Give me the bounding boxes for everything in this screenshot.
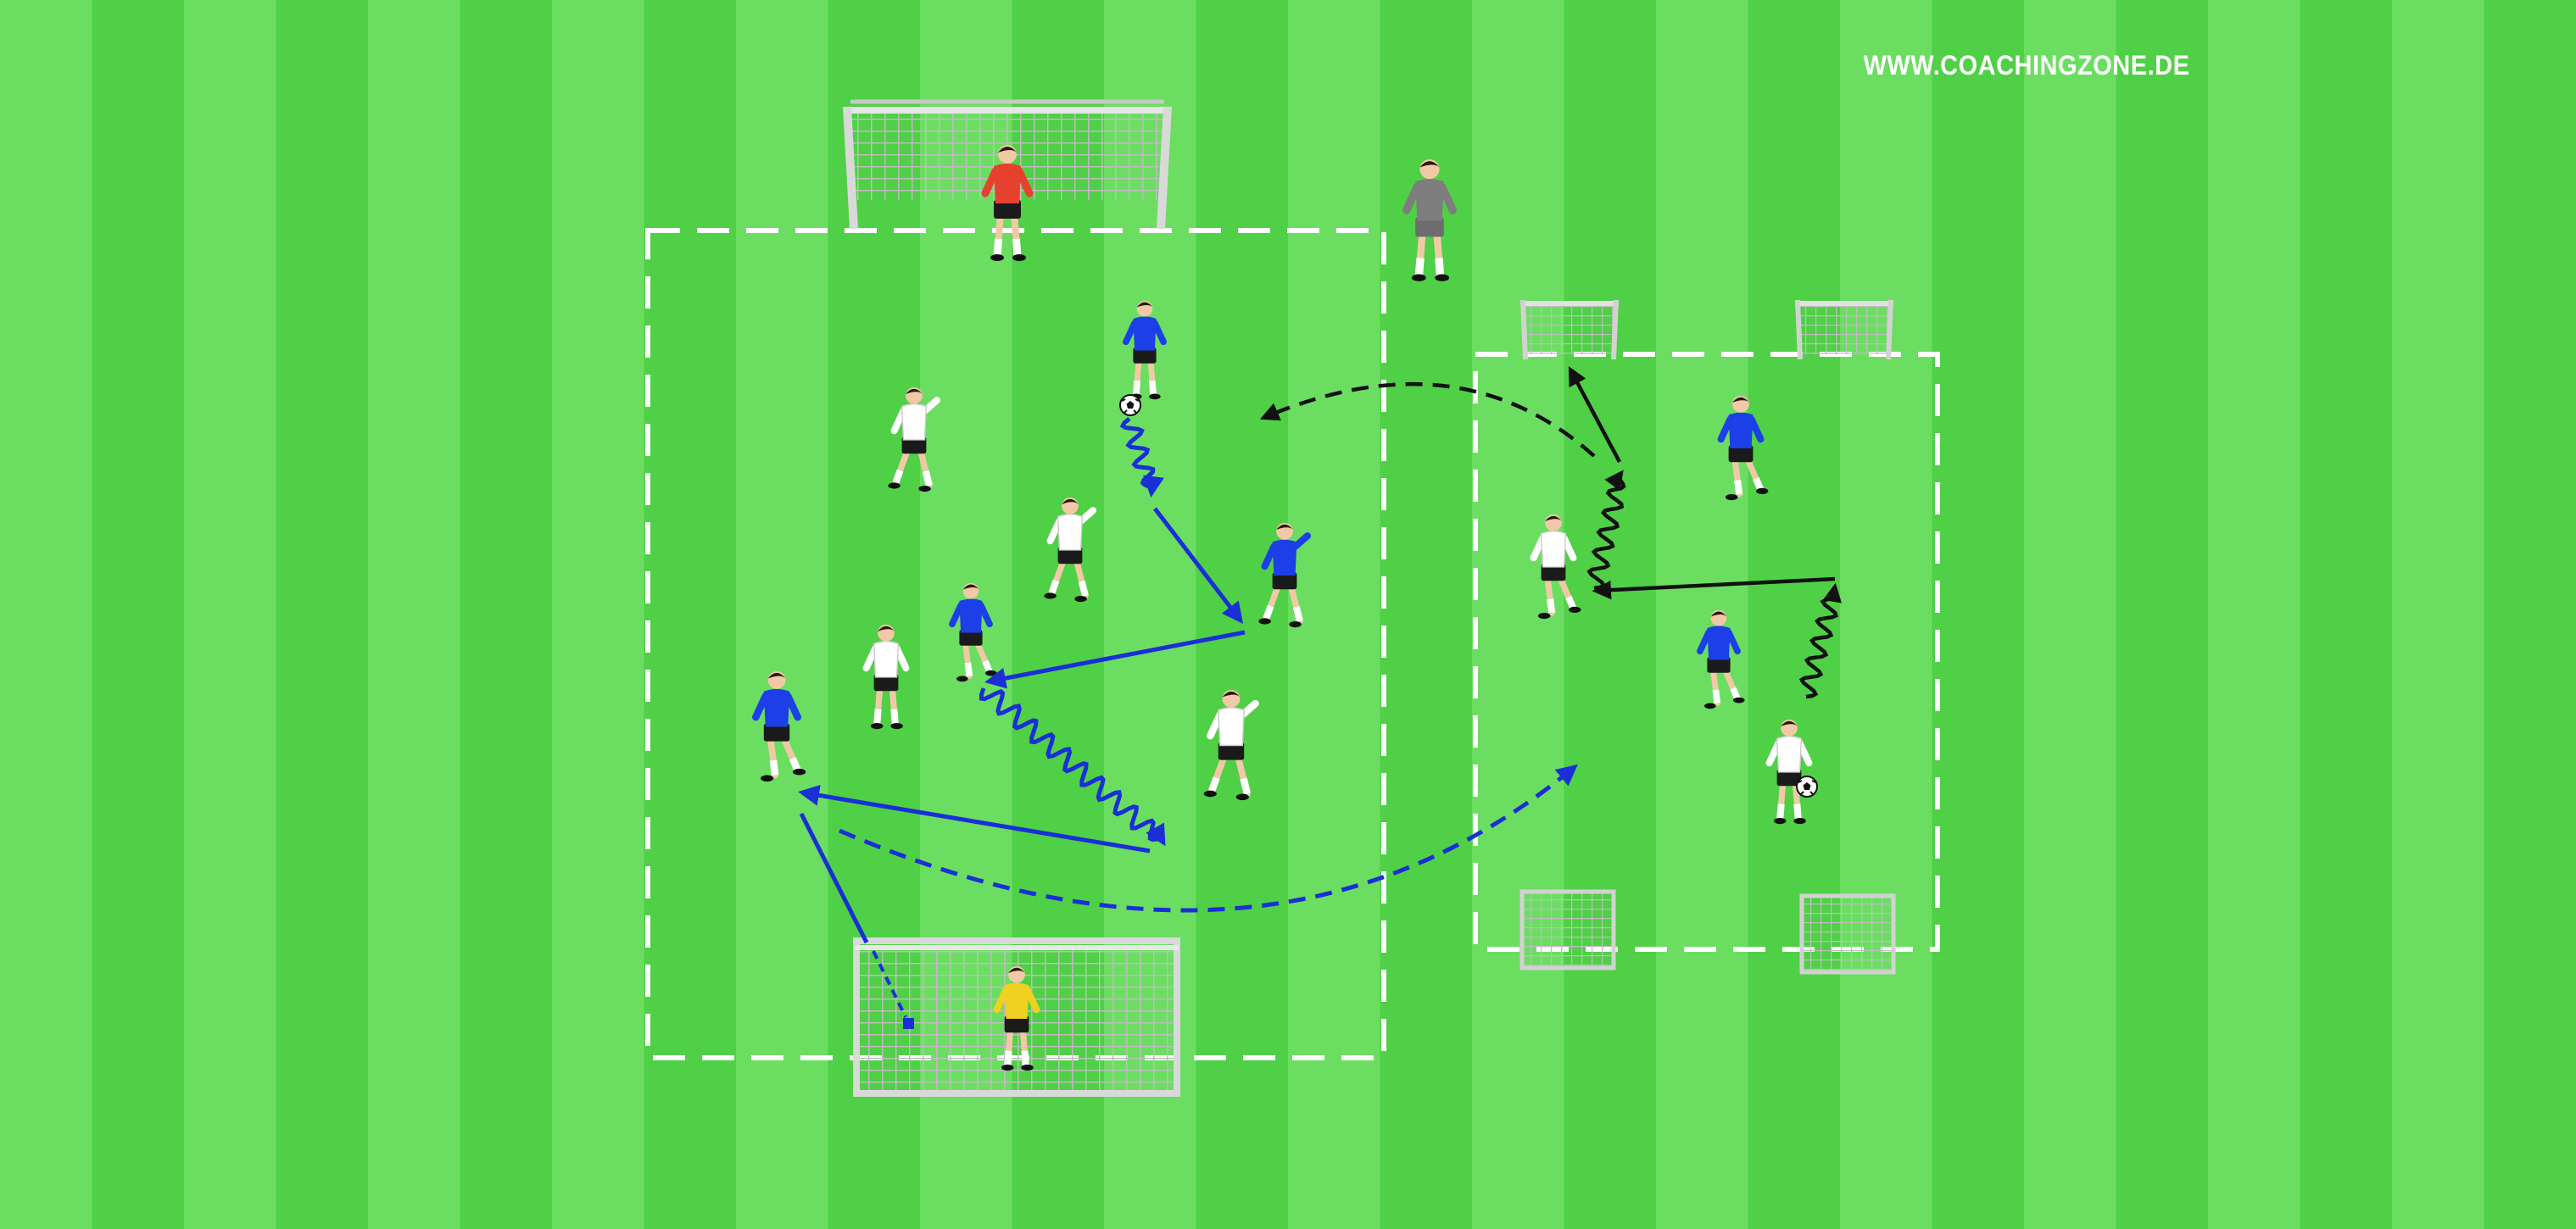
grass-stripe <box>2484 0 2576 1229</box>
grass-stripe <box>2208 0 2301 1229</box>
blue-player-1 <box>1123 300 1167 400</box>
blue-pass-arrow-4 <box>799 812 869 944</box>
ball-blue-possession <box>1119 394 1141 416</box>
ball-white-possession <box>1796 776 1818 798</box>
blue-dribble-arrow-2 <box>979 687 1166 847</box>
grass-stripe <box>2116 0 2209 1229</box>
blue-player-5 <box>1717 395 1769 501</box>
grass-stripe <box>1656 0 1749 1229</box>
grass-stripe <box>0 0 93 1229</box>
black-dribble-arrow-1 <box>1586 470 1626 591</box>
mini-goal-top-left <box>1520 299 1619 360</box>
mini-goal-bottom-left <box>1519 889 1616 970</box>
grass-stripe <box>460 0 553 1229</box>
grass-stripe <box>1932 0 2025 1229</box>
goalkeeper-bottom <box>993 965 1040 1071</box>
goalkeeper-top <box>981 145 1034 261</box>
blue-player-3 <box>949 582 997 682</box>
coach <box>1402 159 1458 281</box>
blue-dribble-arrow-1 <box>1119 417 1164 498</box>
grass-stripe <box>1288 0 1381 1229</box>
grass-stripe <box>1196 0 1289 1229</box>
blue-pass-arrow-3 <box>798 784 1151 854</box>
black-dribble-arrow-2 <box>1798 582 1843 699</box>
small-field-boundary <box>1473 352 1940 952</box>
grass-stripe <box>368 0 461 1229</box>
goalkeeper-ball-marker <box>903 1018 914 1029</box>
white-player-3 <box>862 624 910 730</box>
grass-stripe <box>2392 0 2485 1229</box>
grass-stripe <box>736 0 829 1229</box>
blue-pass-arrow-1 <box>1153 507 1244 624</box>
blue-player-6 <box>1697 609 1745 709</box>
grass-stripe <box>2300 0 2393 1229</box>
blue-run-arrow <box>839 764 1578 913</box>
black-run-arrow <box>1259 382 1596 458</box>
white-player-5 <box>1530 514 1581 620</box>
white-player-6 <box>1765 719 1813 825</box>
black-pass-arrow-2 <box>1592 576 1836 600</box>
white-player-2 <box>1044 497 1097 603</box>
grass-stripe <box>184 0 277 1229</box>
grass-stripe <box>1748 0 1841 1229</box>
grass-stripe <box>2024 0 2117 1229</box>
white-player-4 <box>1203 689 1259 801</box>
grass-stripe <box>1564 0 1657 1229</box>
white-player-1 <box>888 386 941 492</box>
grass-stripe <box>1840 0 1933 1229</box>
black-pass-arrow-1 <box>1568 366 1621 464</box>
watermark: WWW.COACHINGZONE.DE <box>1863 51 2190 81</box>
grass-stripe <box>644 0 737 1229</box>
blue-player-2 <box>1258 522 1312 628</box>
grass-stripe <box>276 0 369 1229</box>
grass-stripe <box>92 0 185 1229</box>
blue-pass-arrow-2 <box>984 630 1246 689</box>
players-layer <box>752 145 1813 1071</box>
blue-player-4 <box>752 670 806 782</box>
mini-goal-bottom-right <box>1799 893 1896 975</box>
mini-goal-top-right <box>1795 299 1893 360</box>
blue-keeper-throw-line <box>872 950 907 1018</box>
grass-stripe <box>552 0 645 1229</box>
